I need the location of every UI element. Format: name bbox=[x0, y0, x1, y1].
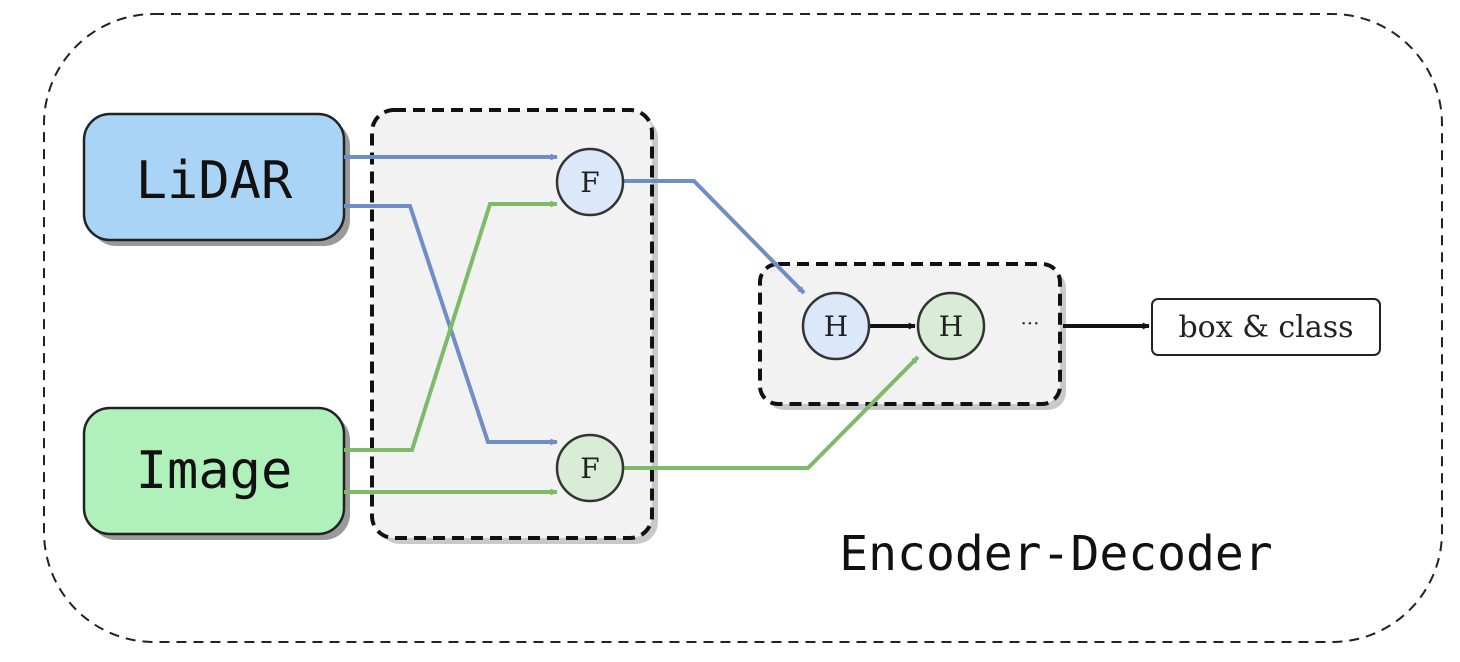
fusion-node-top bbox=[555, 147, 625, 217]
fusion-box bbox=[370, 108, 654, 540]
head-node-second-label: H bbox=[939, 310, 963, 343]
lidar-box bbox=[82, 112, 346, 242]
head-node-first bbox=[801, 291, 871, 361]
fusion-node-bottom bbox=[555, 433, 625, 503]
encoder-decoder-container bbox=[43, 13, 1443, 643]
head-node-second bbox=[916, 291, 986, 361]
lidar-label: LiDAR bbox=[136, 151, 293, 211]
decoder-ellipsis: ··· bbox=[1020, 311, 1039, 335]
head-node-first-label: H bbox=[824, 310, 848, 343]
image-label: Image bbox=[136, 441, 293, 501]
fusion-node-bottom-label: F bbox=[580, 452, 599, 485]
output-label: box & class bbox=[1178, 310, 1353, 345]
fusion-bottom-to-head-arrow bbox=[624, 355, 920, 470]
encoder-decoder-caption: Encoder-Decoder bbox=[839, 526, 1272, 582]
lidar-to-fusion-bottom-arrow bbox=[344, 204, 558, 446]
fusion-node-top-label: F bbox=[580, 166, 599, 199]
image-to-fusion-top-arrow bbox=[344, 200, 558, 452]
image-box bbox=[82, 406, 346, 536]
output-box bbox=[1151, 298, 1381, 356]
fusion-top-to-head-arrow bbox=[624, 179, 806, 295]
